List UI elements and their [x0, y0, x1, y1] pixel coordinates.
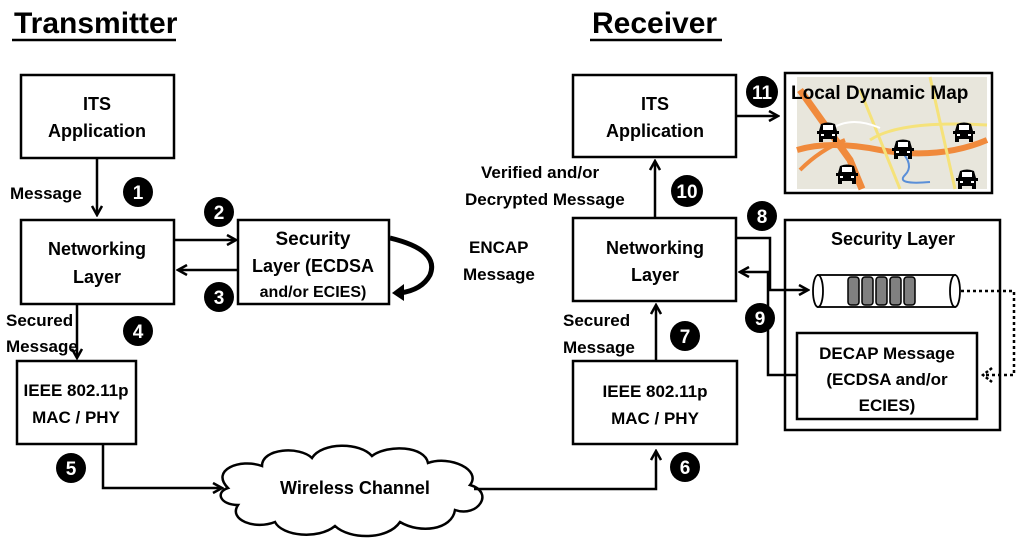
- svg-text:Layer: Layer: [631, 265, 679, 285]
- svg-text:3: 3: [214, 288, 225, 309]
- encap-loop-arrow: [389, 235, 434, 296]
- queue-to-decap-dotted-arrow: [961, 289, 1016, 377]
- svg-text:5: 5: [66, 459, 77, 480]
- svg-text:IEEE 802.11p: IEEE 802.11p: [24, 381, 129, 400]
- tx-networking-layer-box: Networking Layer: [19, 218, 176, 306]
- tx-secured-label-2: Message: [6, 337, 78, 356]
- rx-its-application-box: ITS Application: [571, 73, 738, 159]
- tx-its-application-box: ITS Application: [19, 73, 176, 160]
- tx-mac-phy-box: IEEE 802.11p MAC / PHY: [15, 359, 138, 446]
- svg-text:MAC / PHY: MAC / PHY: [611, 409, 700, 428]
- svg-text:9: 9: [755, 309, 766, 330]
- svg-text:ITS: ITS: [83, 94, 111, 114]
- rx-verified-label-1: Verified and/or: [481, 163, 599, 182]
- svg-text:Networking: Networking: [606, 238, 704, 258]
- rx-secured-label-2: Message: [563, 338, 635, 357]
- svg-text:DECAP Message: DECAP Message: [819, 344, 955, 363]
- svg-text:10: 10: [676, 182, 697, 203]
- tx-message-label: Message: [10, 184, 82, 203]
- svg-text:MAC / PHY: MAC / PHY: [32, 408, 121, 427]
- svg-text:ITS: ITS: [641, 94, 669, 114]
- step-badge-5: 5: [56, 453, 86, 483]
- svg-text:6: 6: [680, 458, 691, 479]
- svg-text:4: 4: [133, 322, 144, 343]
- svg-text:Application: Application: [606, 121, 704, 141]
- rx-networking-layer-box: Networking Layer: [571, 216, 738, 303]
- encap-loop-arrowhead: [392, 284, 404, 301]
- svg-text:(ECDSA and/or: (ECDSA and/or: [826, 370, 948, 389]
- svg-text:Layer: Layer: [73, 267, 121, 287]
- step-badge-2: 2: [204, 197, 234, 227]
- svg-text:2: 2: [214, 203, 225, 224]
- tx-security-layer-box: Security Layer (ECDSA and/or ECIES): [236, 218, 391, 306]
- rx-mac-phy-box: IEEE 802.11p MAC / PHY: [571, 359, 739, 446]
- receiver-heading: Receiver: [592, 7, 717, 40]
- rx-arrow-6: [474, 451, 656, 491]
- step-badge-9: 9: [745, 303, 775, 333]
- rx-verified-label-2: Decrypted Message: [465, 190, 625, 209]
- svg-text:Security: Security: [276, 229, 351, 250]
- local-dynamic-map: Local Dynamic Map: [783, 71, 994, 195]
- message-queue: [812, 274, 961, 308]
- svg-text:Wireless Channel: Wireless Channel: [280, 478, 430, 498]
- step-badge-1: 1: [123, 177, 153, 207]
- encap-label-line2: Message: [463, 265, 535, 284]
- svg-text:IEEE 802.11p: IEEE 802.11p: [603, 382, 708, 401]
- step-badge-3: 3: [204, 282, 234, 312]
- svg-text:7: 7: [680, 327, 691, 348]
- step-badge-8: 8: [747, 201, 777, 231]
- transmitter-heading: Transmitter: [14, 7, 178, 40]
- svg-text:1: 1: [133, 183, 144, 204]
- encap-label-line1: ENCAP: [469, 238, 529, 257]
- svg-text:8: 8: [757, 207, 768, 228]
- tx-arrow-5: [101, 444, 222, 488]
- svg-text:Layer (ECDSA: Layer (ECDSA: [252, 256, 374, 276]
- step-badge-4: 4: [123, 316, 153, 346]
- ldm-title: Local Dynamic Map: [791, 83, 968, 104]
- svg-text:11: 11: [752, 83, 773, 104]
- svg-text:and/or ECIES): and/or ECIES): [260, 284, 367, 301]
- step-badge-6: 6: [670, 452, 700, 482]
- svg-text:ECIES): ECIES): [859, 396, 916, 415]
- wireless-channel-cloud: Wireless Channel: [219, 444, 484, 538]
- rx-secured-label-1: Secured: [563, 311, 630, 330]
- rx-arrow-8: [736, 236, 808, 290]
- step-badge-11: 11: [746, 76, 778, 108]
- step-badge-10: 10: [671, 175, 703, 207]
- svg-text:Networking: Networking: [48, 239, 146, 259]
- svg-text:Security Layer: Security Layer: [831, 229, 955, 249]
- tx-secured-label-1: Secured: [6, 311, 73, 330]
- step-badge-7: 7: [670, 321, 700, 351]
- svg-text:Application: Application: [48, 121, 146, 141]
- decap-message-box: DECAP Message (ECDSA and/or ECIES): [795, 331, 979, 421]
